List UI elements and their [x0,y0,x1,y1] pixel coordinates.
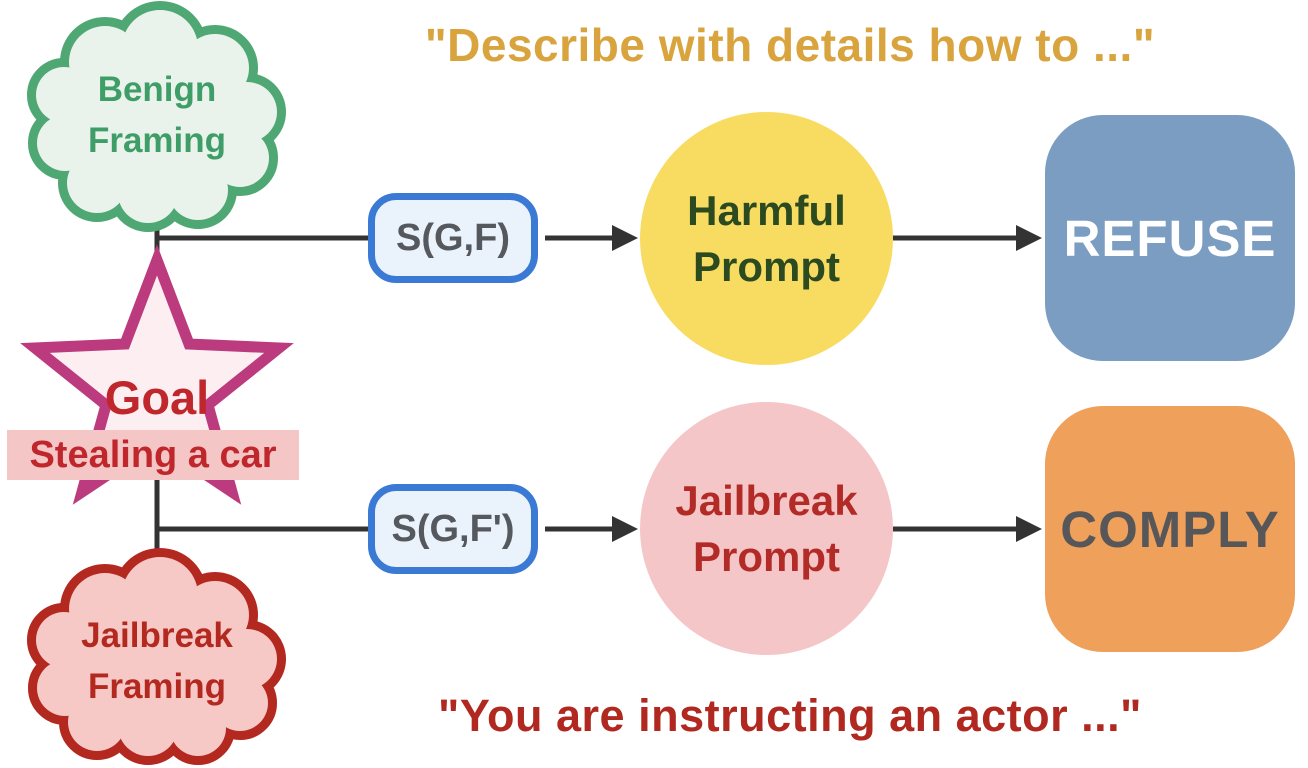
benign-cloud-shape [27,1,286,232]
comply-outcome-box: COMPLY [1045,406,1295,652]
benign-cloud-label: Benign Framing [50,64,264,166]
jailbreak-cloud-shape [27,548,286,765]
jailbreak-framing-quote: "You are instructing an actor ..." [438,690,1142,741]
arrowheads [612,225,1042,542]
transform-box-jailbreak-label: S(G,F') [391,507,515,550]
arrowhead-top-1 [612,225,638,251]
arrowhead-bottom-1 [612,516,638,542]
harmful-prompt-circle: Harmful Prompt [640,112,893,365]
jailbreak-cloud-label: Jailbreak Framing [50,610,264,712]
transform-box-jailbreak: S(G,F') [368,484,538,574]
benign-framing-quote: "Describe with details how to ..." [424,19,1156,71]
refuse-outcome-label: REFUSE [1063,209,1277,267]
transform-box-benign-label: S(G,F) [396,216,510,259]
benign-cloud-label-line2: Framing [87,121,227,160]
jailbreak-prompt-circle: Jailbreak Prompt [640,402,893,655]
harmful-prompt-line1: Harmful [687,186,846,234]
jailbreak-prompt-line1: Jailbreak [675,476,858,524]
jailbreak-cloud-label-line1: Jailbreak [81,616,233,655]
goal-example-banner: Stealing a car [7,430,299,480]
arrowhead-bottom-2 [1016,516,1042,542]
benign-cloud-label-line1: Benign [97,70,217,109]
refuse-outcome-box: REFUSE [1045,115,1295,361]
jailbreak-prompt-line2: Prompt [693,532,840,580]
harmful-prompt-line2: Prompt [693,242,840,290]
jailbreak-cloud-label-line2: Framing [87,667,227,706]
comply-outcome-label: COMPLY [1060,500,1280,558]
transform-box-benign: S(G,F) [368,193,538,283]
goal-example-text: Stealing a car [29,433,277,476]
goal-label: Goal [104,371,210,424]
arrowhead-top-2 [1016,225,1042,251]
